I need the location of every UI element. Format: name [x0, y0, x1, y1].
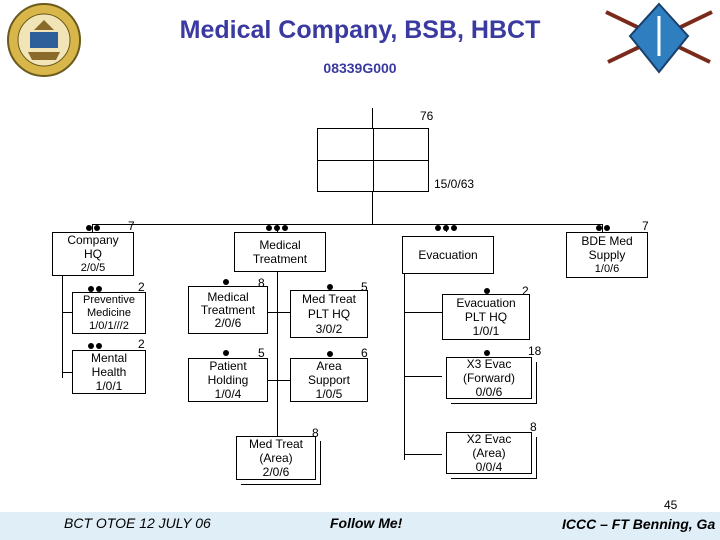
- area-support-count: 6: [361, 346, 368, 360]
- bde-med-supply-box: BDE Med Supply 1/0/6: [566, 232, 648, 278]
- connector: [268, 380, 290, 381]
- echelon-dot: [327, 351, 333, 357]
- branch-line: [92, 224, 602, 225]
- patient-holding-count: 5: [258, 346, 265, 360]
- med-treat-plt-hq-box: Med Treat PLT HQ 3/0/2: [290, 290, 368, 338]
- preventive-strength: 1/0/1///2: [89, 319, 129, 332]
- echelon-dot: [435, 225, 441, 231]
- mental-count: 2: [138, 337, 145, 351]
- patient-holding-box: Patient Holding 1/0/4: [188, 358, 268, 402]
- x2-evac-label: X2 Evac (Area): [466, 432, 512, 460]
- echelon-dot: [282, 225, 288, 231]
- area-support-box: Area Support 1/0/5: [290, 358, 368, 402]
- mt-plt-hq-label: Med Treat PLT HQ: [301, 291, 357, 321]
- echelon-dot: [86, 225, 92, 231]
- mental-health-box: Mental Health 1/0/1: [72, 350, 146, 394]
- echelon-dot: [443, 225, 449, 231]
- x3-evac-strength: 0/0/6: [475, 385, 503, 399]
- x2-evac-count: 8: [530, 420, 537, 434]
- bde-med-strength: 1/0/6: [594, 263, 620, 275]
- army-seal-logo: [6, 2, 82, 78]
- evacuation-plt-hq-box: Evacuation PLT HQ 1/0/1: [442, 294, 530, 340]
- top-count: 76: [420, 109, 434, 123]
- echelon-dot: [223, 279, 229, 285]
- connector: [404, 312, 442, 313]
- echelon-dot: [604, 225, 610, 231]
- preventive-count: 2: [138, 280, 145, 294]
- company-hq-label: Company HQ: [67, 233, 119, 261]
- mt-medical-count: 8: [258, 276, 265, 290]
- patient-holding-label: Patient Holding: [207, 359, 249, 387]
- x3-evac-count: 18: [528, 344, 542, 358]
- connector: [602, 224, 603, 232]
- connector: [62, 372, 72, 373]
- connector: [277, 272, 278, 458]
- echelon-dot: [451, 225, 457, 231]
- company-hq-strength: 2/0/5: [80, 262, 106, 274]
- echelon-dot: [484, 350, 490, 356]
- mt-plt-hq-strength: 3/0/2: [315, 321, 343, 336]
- mt-medical-label: Medical Treatment: [200, 289, 256, 317]
- echelon-dot: [88, 343, 94, 349]
- page-number: 45: [664, 498, 678, 512]
- mental-label: Mental Health: [90, 351, 128, 379]
- x2-evac-box: X2 Evac (Area) 0/0/4: [446, 432, 532, 474]
- echelon-dot: [596, 225, 602, 231]
- footer-left: BCT OTOE 12 JULY 06: [64, 515, 211, 531]
- x3-evac-label: X3 Evac (Forward): [462, 357, 515, 385]
- x2-evac-strength: 0/0/4: [475, 460, 503, 474]
- med-treat-area-strength: 2/0/6: [262, 465, 290, 479]
- connector: [372, 192, 373, 224]
- med-treat-area-count: 8: [312, 426, 319, 440]
- echelon-dot: [94, 225, 100, 231]
- connector: [62, 276, 63, 378]
- med-treat-area-box: Med Treat (Area) 2/0/6: [236, 436, 316, 480]
- medical-treatment-label: Medical Treatment: [252, 238, 308, 266]
- infantry-insignia-logo: [600, 2, 718, 78]
- connector: [404, 376, 442, 377]
- echelon-dot: [96, 343, 102, 349]
- area-support-label: Area Support: [307, 359, 351, 387]
- footer-center: Follow Me!: [330, 515, 403, 531]
- x3-evac-box: X3 Evac (Forward) 0/0/6: [446, 357, 532, 399]
- footer-right: ICCC – FT Benning, Ga: [562, 516, 716, 532]
- evac-plt-hq-label: Evacuation PLT HQ: [456, 296, 516, 324]
- echelon-dot: [484, 288, 490, 294]
- evacuation-label: Evacuation: [418, 248, 478, 262]
- echelon-dot: [327, 284, 333, 290]
- connector: [92, 224, 93, 232]
- unit-code: 08339G000: [323, 60, 397, 76]
- echelon-dot: [88, 286, 94, 292]
- connector: [372, 108, 373, 128]
- echelon-dot: [274, 225, 280, 231]
- med-treat-area-label: Med Treat (Area): [248, 437, 304, 465]
- footer-bar: [0, 512, 720, 540]
- company-block: [317, 128, 429, 192]
- bde-med-count: 7: [642, 219, 649, 233]
- echelon-dot: [266, 225, 272, 231]
- evacuation-box: Evacuation: [402, 236, 494, 274]
- connector: [404, 454, 442, 455]
- evac-plt-hq-strength: 1/0/1: [472, 324, 500, 338]
- company-hq-box: Company HQ 2/0/5: [52, 232, 134, 276]
- medical-treatment-box: Medical Treatment: [234, 232, 326, 272]
- page-title: Medical Company, BSB, HBCT: [179, 16, 541, 44]
- mt-plt-hq-count: 5: [361, 280, 368, 294]
- top-strength: 15/0/63: [434, 177, 475, 191]
- connector: [268, 312, 290, 313]
- preventive-label: Preventive Medicine: [83, 293, 135, 319]
- echelon-dot: [96, 286, 102, 292]
- echelon-dot: [223, 350, 229, 356]
- evac-plt-hq-count: 2: [522, 284, 529, 298]
- bde-med-label: BDE Med Supply: [581, 234, 633, 262]
- mt-medical-strength: 2/0/6: [214, 315, 242, 330]
- connector: [404, 274, 405, 460]
- patient-holding-strength: 1/0/4: [214, 387, 242, 401]
- mental-strength: 1/0/1: [95, 379, 123, 393]
- company-hq-count: 7: [128, 219, 135, 233]
- area-support-strength: 1/0/5: [315, 387, 343, 401]
- preventive-medicine-box: Preventive Medicine 1/0/1///2: [72, 292, 146, 334]
- mt-medical-treatment-box: Medical Treatment 2/0/6: [188, 286, 268, 334]
- connector: [62, 312, 72, 313]
